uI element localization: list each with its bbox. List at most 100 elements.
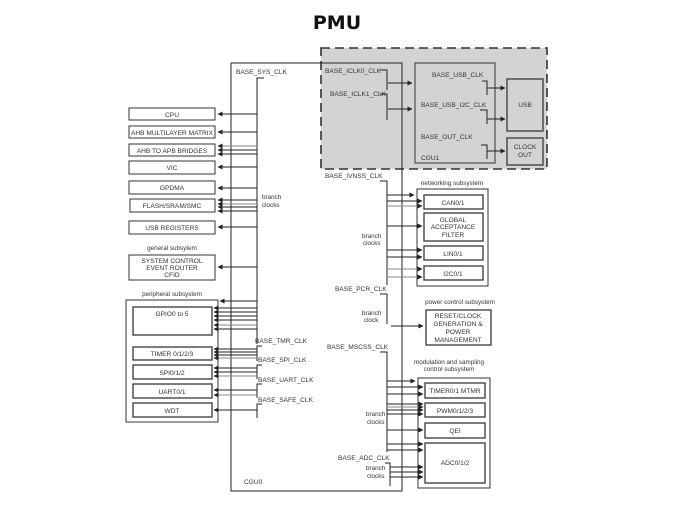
system-control-line3: CFID <box>164 272 180 279</box>
reset-clock-line3: POWER <box>446 329 471 336</box>
timer-block <box>132 346 213 361</box>
ahb-apb-label: AHB TO APB BRIDGES <box>137 148 208 155</box>
vic-block <box>128 160 216 175</box>
cgu1-region: CGU1 BASE_ICLK0_CLK BASE_ICLK1_CLK BASE_… <box>320 47 548 170</box>
cgu1-box <box>414 62 496 164</box>
spi-block <box>132 364 213 380</box>
ahb-matrix-label: AHB MULTILAYER MATRIX <box>131 130 214 137</box>
uart-label: UART0/1 <box>159 389 186 396</box>
peripheral-subsystem-label: peripheral subsystem <box>142 291 202 298</box>
networking-subsystem: BASE_IVNSS_CLK branch clocks networking … <box>325 173 489 287</box>
qei-block <box>424 422 486 439</box>
power-control-subsystem: BASE_PCR_CLK branch clock power control … <box>335 286 495 346</box>
cgu0-label: CGU0 <box>244 479 263 486</box>
flash-label: FLASH/SRAM/SMC <box>143 203 202 210</box>
sys-clk-bus <box>256 77 264 344</box>
usb-block-label: USB <box>518 102 532 109</box>
iclk0-wire <box>380 69 388 90</box>
out-clk-wire <box>481 144 488 159</box>
adc-label: ADC0/1/2 <box>441 460 470 467</box>
general-subsystem-label: general subsytem <box>147 245 197 252</box>
modulation-label-1: modulation and sampling <box>414 359 485 366</box>
system-control-line2: EVENT ROUTER <box>146 265 198 272</box>
gaf-label-2: ACCEPTANCE <box>431 224 476 231</box>
can-block <box>423 194 484 210</box>
gaf-label-3: FILTER <box>442 232 464 239</box>
base-iclk1-label: BASE_ICLK1_CLK <box>330 91 387 98</box>
timer-mtmr-label: TIMER0/1 MTMR <box>429 388 481 395</box>
lin-label: LIN0/1 <box>443 251 463 258</box>
reset-clock-line1: RESET/CLOCK <box>435 313 482 320</box>
usb-registers-label: USB REGISTERS <box>145 225 199 232</box>
cgu0-branch-label-2: clocks <box>262 202 280 209</box>
cpu-label: CPU <box>165 112 179 119</box>
power-branch-label-1: branch <box>362 310 382 317</box>
networking-branch-label-1: branch <box>362 233 382 240</box>
iclk1-wire <box>380 93 388 120</box>
base-mscss-clk-label: BASE_MSCSS_CLK <box>327 344 389 351</box>
can-label: CAN0/1 <box>441 200 464 207</box>
cpu-block <box>128 107 216 121</box>
base-sys-clk-label: BASE_SYS_CLK <box>236 69 288 76</box>
gpio-block <box>132 306 213 336</box>
reset-clock-line4: MANAGEMENT <box>434 337 481 344</box>
base-spi-clk-label: BASE_SPI_CLK <box>258 357 307 364</box>
adc-block <box>424 442 486 484</box>
wdt-label: WDT <box>164 408 179 415</box>
base-usb-clk-label: BASE_USB_CLK <box>432 72 484 79</box>
cgu0-branch-label-1: branch <box>262 194 282 201</box>
modulation-subsystem: BASE_MSCSS_CLK branch clocks modulation … <box>327 344 491 489</box>
base-out-clk-label: BASE_OUT_CLK <box>421 134 473 141</box>
gpdma-label: GPDMA <box>160 185 185 192</box>
lin-block <box>423 245 484 261</box>
power-branch-label-2: clock <box>364 317 379 324</box>
gpdma-block <box>128 180 216 195</box>
pwm-label: PWM0/1/2/3 <box>437 408 474 415</box>
base-safe-clk-label: BASE_SAFE_CLK <box>258 397 314 404</box>
power-subsystem-label: power control subsystem <box>425 299 495 306</box>
wdt-block <box>132 402 213 418</box>
clock-out-label-line1: CLOCK <box>514 144 537 151</box>
system-control-line1: SYSTEM CONTROL <box>141 258 203 265</box>
timer-label: TIMER 0/1/2/3 <box>151 351 194 358</box>
mscss-branch-label-2: clocks <box>367 419 385 426</box>
adc-branch-label-2: clocks <box>367 473 385 480</box>
qei-label: QEI <box>449 428 461 435</box>
mscss-branch-label-1: branch <box>366 411 386 418</box>
base-usb-i2c-clk-label: BASE_USB_I2C_CLK <box>421 102 487 109</box>
gaf-block <box>423 212 484 242</box>
i2c-label: I2C0/1 <box>443 271 463 278</box>
system-control-block <box>128 254 216 281</box>
ahb-apb-block <box>128 143 216 157</box>
clock-out-label-line2: OUT <box>518 152 532 159</box>
networking-subsystem-label: networking subsystem <box>421 180 483 187</box>
left-block-arrows <box>217 111 257 270</box>
gpio-label: GPIO0 to 5 <box>156 311 189 318</box>
flash-block <box>129 198 216 213</box>
gaf-label-1: GLOBAL <box>440 217 467 224</box>
base-pcr-clk-label: BASE_PCR_CLK <box>335 286 387 293</box>
modulation-label-2: control subsystem <box>424 366 475 373</box>
reset-clock-block <box>425 309 492 346</box>
peripheral-subsystem: peripheral subsystem GPIO0 to 5 TIMER 0/… <box>125 291 314 423</box>
base-ivnss-clk-label: BASE_IVNSS_CLK <box>325 173 383 180</box>
usb-clk-wire <box>482 80 488 95</box>
usb-registers-block <box>128 220 216 235</box>
vic-label: VIC <box>167 165 178 172</box>
usb-block <box>506 78 544 132</box>
base-iclk0-label: BASE_ICLK0_CLK <box>325 68 382 75</box>
reset-clock-line2: GENERATION & <box>433 321 483 328</box>
uart-block <box>132 383 213 399</box>
left-blocks: CPU AHB MULTILAYER MATRIX AHB TO APB BRI… <box>128 107 216 281</box>
ahb-matrix-block <box>128 125 216 139</box>
timer-mtmr-block <box>424 382 486 399</box>
networking-branch-label-2: clocks <box>363 240 381 247</box>
clock-out-block <box>506 137 544 166</box>
cgu1-label: CGU1 <box>421 155 440 162</box>
page-title: PMU <box>313 12 361 34</box>
spi-label: SPI0/1/2 <box>159 370 185 377</box>
pwm-block <box>424 402 486 418</box>
i2c-block <box>423 265 484 281</box>
base-tmr-clk-label: BASE_TMR_CLK <box>255 338 308 345</box>
